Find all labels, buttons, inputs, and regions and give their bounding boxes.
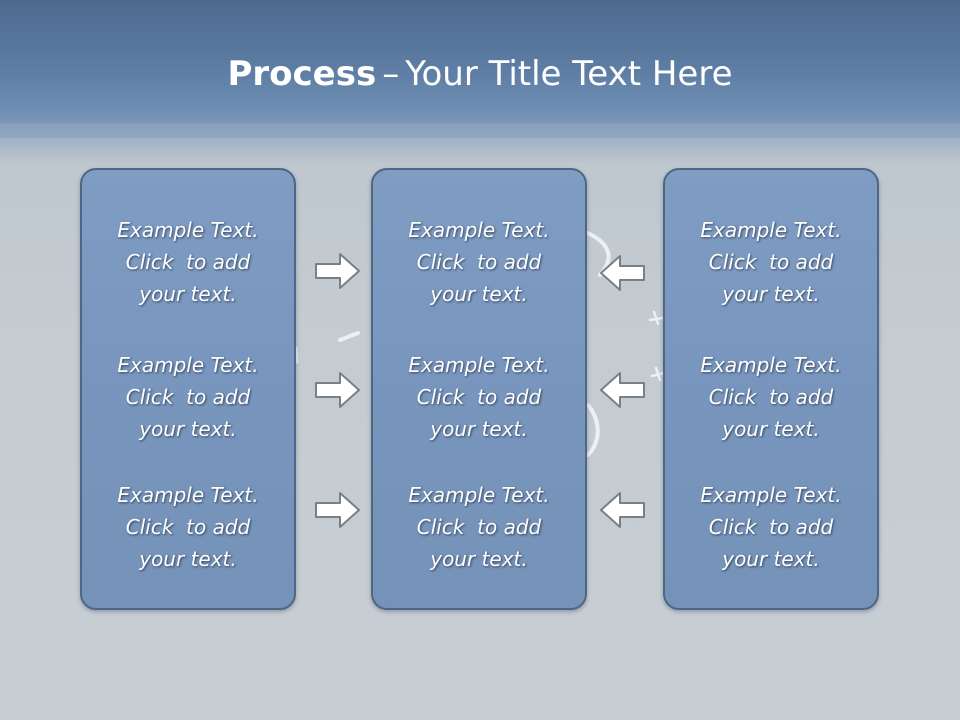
arrow-right-icon [315,253,360,289]
arrow-left-icon [600,492,645,528]
text-placeholder[interactable]: Example Text. Click to add your text. [373,349,585,445]
text-line: your text. [430,417,528,441]
text-line: Click to add [416,515,542,539]
text-line: Click to add [416,385,542,409]
process-panel-left[interactable]: Example Text. Click to add your text. Ex… [80,168,296,610]
slide-title-separator: – [382,54,400,94]
text-line: Example Text. [700,218,842,242]
text-line: Click to add [125,385,251,409]
text-line: your text. [139,282,237,306]
arrow-left-icon [600,372,645,408]
text-line: your text. [722,417,820,441]
slide-header-band [0,0,960,138]
slide-title[interactable]: Process–Your Title Text Here [0,52,960,96]
text-placeholder[interactable]: Example Text. Click to add your text. [373,479,585,575]
swirl-sparkle-top [648,310,664,326]
text-line: Click to add [125,515,251,539]
text-line: Example Text. [700,353,842,377]
text-line: your text. [722,282,820,306]
text-line: Click to add [708,250,834,274]
text-line: Example Text. [408,353,550,377]
text-line: Click to add [416,250,542,274]
process-panel-middle[interactable]: Example Text. Click to add your text. Ex… [371,168,587,610]
swirl-tick-left [294,346,299,364]
text-placeholder[interactable]: Example Text. Click to add your text. [665,214,877,310]
arrow-right-icon [315,372,360,408]
text-line: your text. [430,282,528,306]
swirl-arc-bottom [586,403,600,457]
text-line: your text. [430,547,528,571]
text-placeholder[interactable]: Example Text. Click to add your text. [82,349,294,445]
process-panel-right[interactable]: Example Text. Click to add your text. Ex… [663,168,879,610]
text-line: your text. [139,417,237,441]
text-line: your text. [722,547,820,571]
text-line: Example Text. [408,483,550,507]
swirl-dash-left [338,331,360,342]
text-placeholder[interactable]: Example Text. Click to add your text. [373,214,585,310]
text-placeholder[interactable]: Example Text. Click to add your text. [665,479,877,575]
text-placeholder[interactable]: Example Text. Click to add your text. [665,349,877,445]
text-placeholder[interactable]: Example Text. Click to add your text. [82,214,294,310]
text-line: your text. [139,547,237,571]
text-line: Click to add [708,515,834,539]
slide-title-bold: Process [227,54,377,94]
text-line: Example Text. [408,218,550,242]
arrow-left-icon [600,255,645,291]
text-line: Example Text. [117,353,259,377]
slide-header-fade [0,124,960,164]
slide-title-rest: Your Title Text Here [405,54,733,94]
text-line: Example Text. [700,483,842,507]
text-line: Example Text. [117,218,259,242]
text-placeholder[interactable]: Example Text. Click to add your text. [82,479,294,575]
text-line: Click to add [125,250,251,274]
text-line: Click to add [708,385,834,409]
text-line: Example Text. [117,483,259,507]
arrow-right-icon [315,492,360,528]
